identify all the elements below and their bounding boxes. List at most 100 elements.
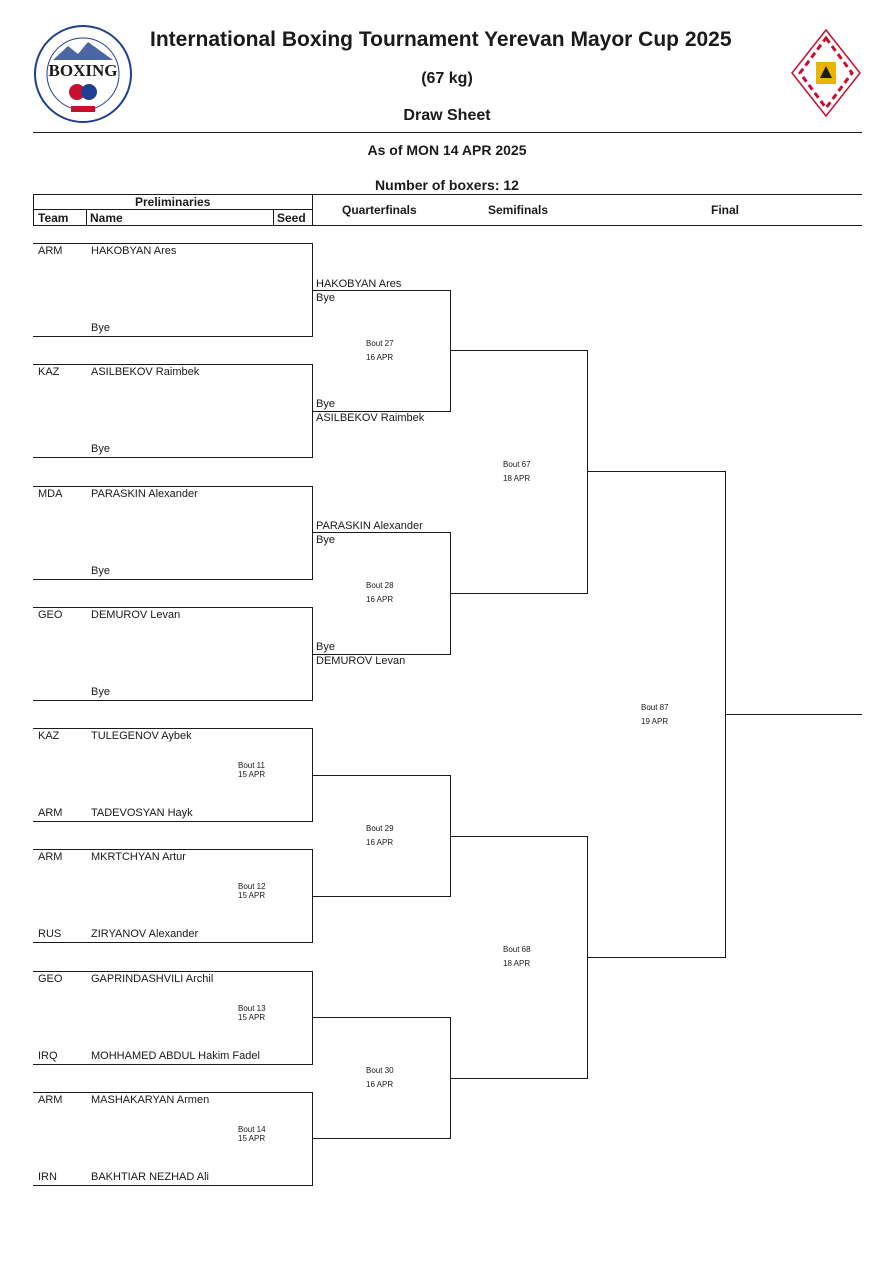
boxing-federation-logo: BOXING [34, 25, 132, 123]
quarterfinal-connector [450, 290, 451, 412]
prelim-name: PARASKIN Alexander [91, 488, 198, 500]
number-of-boxers: Number of boxers: 12 [375, 177, 519, 193]
final-bout-date: 19 APR [641, 717, 669, 726]
prelim-name: BAKHTIAR NEZHAD Ali [91, 1171, 209, 1183]
prelim-line [33, 700, 312, 701]
semifinal-bout-date: 18 APR [503, 473, 531, 483]
header-final: Final [711, 203, 740, 217]
prelim-line [33, 1185, 312, 1186]
prelim-line [33, 971, 312, 972]
semifinal-line [450, 593, 587, 594]
quarterfinal-entry: Bye [316, 534, 335, 546]
quarterfinal-entry: Bye [316, 398, 335, 410]
prelim-team: IRN [38, 1171, 57, 1183]
header-left-border [33, 194, 34, 225]
quarterfinal-entry: Bye [316, 641, 335, 653]
prelim-bout-date: 15 APR [238, 890, 266, 900]
quarterfinal-line [312, 896, 450, 897]
prelim-line [33, 336, 312, 337]
semifinal-line [450, 350, 587, 351]
header-preliminaries: Preliminaries [135, 195, 211, 209]
prelim-name: Bye [91, 322, 110, 334]
prelim-line [33, 364, 312, 365]
prelim-bout-date: 15 APR [238, 1133, 266, 1143]
prelim-subheader-line [33, 209, 312, 210]
prelim-name: HAKOBYAN Ares [91, 245, 177, 257]
prelim-team: KAZ [38, 366, 60, 378]
semifinal-line [450, 836, 587, 837]
prelim-line [33, 486, 312, 487]
prelim-name: GAPRINDASHVILI Archil [91, 973, 214, 985]
semifinal-connector [587, 350, 588, 594]
semifinal-bout-date: 18 APR [503, 959, 531, 968]
header-team: Team [38, 211, 69, 225]
quarterfinal-line [312, 654, 450, 655]
prelim-line [33, 457, 312, 458]
prelim-name: Bye [91, 443, 110, 455]
prelim-name: DEMUROV Levan [91, 609, 181, 621]
prelim-team: GEO [38, 973, 63, 985]
yerevan-mayor-cup-logo [791, 28, 861, 118]
header-semifinals: Semifinals [488, 203, 549, 217]
quarterfinal-line [312, 1138, 450, 1139]
quarterfinal-entry: Bye [316, 292, 335, 304]
prelim-connector [312, 486, 313, 580]
quarterfinal-bout-number: Bout 30 [366, 1065, 394, 1075]
prelim-team: RUS [38, 928, 62, 940]
svg-text:BOXING: BOXING [49, 61, 118, 80]
prelim-line [33, 579, 312, 580]
table-header-top-line [33, 194, 862, 195]
semifinal-line [450, 1078, 587, 1079]
prelim-line [33, 849, 312, 850]
quarterfinal-bout-date: 16 APR [366, 837, 394, 847]
prelim-line [33, 942, 312, 943]
prelim-bout-number: Bout 11 [238, 760, 265, 770]
prelim-team: GEO [38, 609, 63, 621]
prelim-name: ASILBEKOV Raimbek [91, 366, 200, 378]
prelim-connector [312, 971, 313, 1065]
quarterfinal-bout-date: 16 APR [366, 595, 394, 604]
header-col-divider-seed [273, 209, 274, 225]
final-bout-number: Bout 87 [641, 703, 669, 712]
quarterfinal-bout-date: 16 APR [366, 352, 394, 362]
prelim-name: TADEVOSYAN Hayk [91, 807, 193, 819]
quarterfinal-line [312, 411, 450, 412]
as-of-date: As of MON 14 APR 2025 [367, 142, 527, 158]
prelim-name: MKRTCHYAN Artur [91, 851, 186, 863]
semifinal-bout-number: Bout 68 [503, 945, 531, 954]
table-header-bottom-line [33, 225, 862, 226]
prelim-team: MDA [38, 488, 63, 500]
prelim-bout-number: Bout 12 [238, 881, 266, 891]
prelim-team: IRQ [38, 1050, 58, 1062]
prelim-name: TULEGENOV Aybek [91, 730, 192, 742]
prelim-bout-number: Bout 14 [238, 1124, 266, 1134]
prelim-team: ARM [38, 807, 63, 819]
header-seed: Seed [277, 211, 306, 225]
quarterfinal-bout-number: Bout 28 [366, 581, 394, 590]
prelim-name: Bye [91, 565, 110, 577]
final-winner-line [725, 714, 862, 715]
quarterfinal-line [312, 775, 450, 776]
prelim-line [33, 607, 312, 608]
quarterfinal-line [312, 290, 450, 291]
prelim-bout-number: Bout 13 [238, 1003, 266, 1013]
quarterfinal-entry: DEMUROV Levan [316, 655, 406, 667]
prelim-team: ARM [38, 1094, 63, 1106]
tournament-title: International Boxing Tournament Yerevan … [150, 28, 732, 51]
quarterfinal-entry: HAKOBYAN Ares [316, 278, 402, 290]
prelim-team: KAZ [38, 730, 60, 742]
header-col-divider-prelim [312, 194, 313, 225]
quarterfinal-line [312, 1017, 450, 1018]
prelim-line [33, 728, 312, 729]
quarterfinal-entry: ASILBEKOV Raimbek [316, 412, 425, 424]
header-name: Name [90, 211, 123, 225]
prelim-name: MOHHAMED ABDUL Hakim Fadel [91, 1050, 260, 1062]
quarterfinal-bout-date: 16 APR [366, 1079, 394, 1089]
prelim-line [33, 821, 312, 822]
prelim-team: ARM [38, 851, 63, 863]
quarterfinal-bout-number: Bout 27 [366, 338, 394, 348]
prelim-name: Bye [91, 686, 110, 698]
final-line [587, 471, 725, 472]
quarterfinal-bout-number: Bout 29 [366, 823, 394, 833]
prelim-name: MASHAKARYAN Armen [91, 1094, 210, 1106]
